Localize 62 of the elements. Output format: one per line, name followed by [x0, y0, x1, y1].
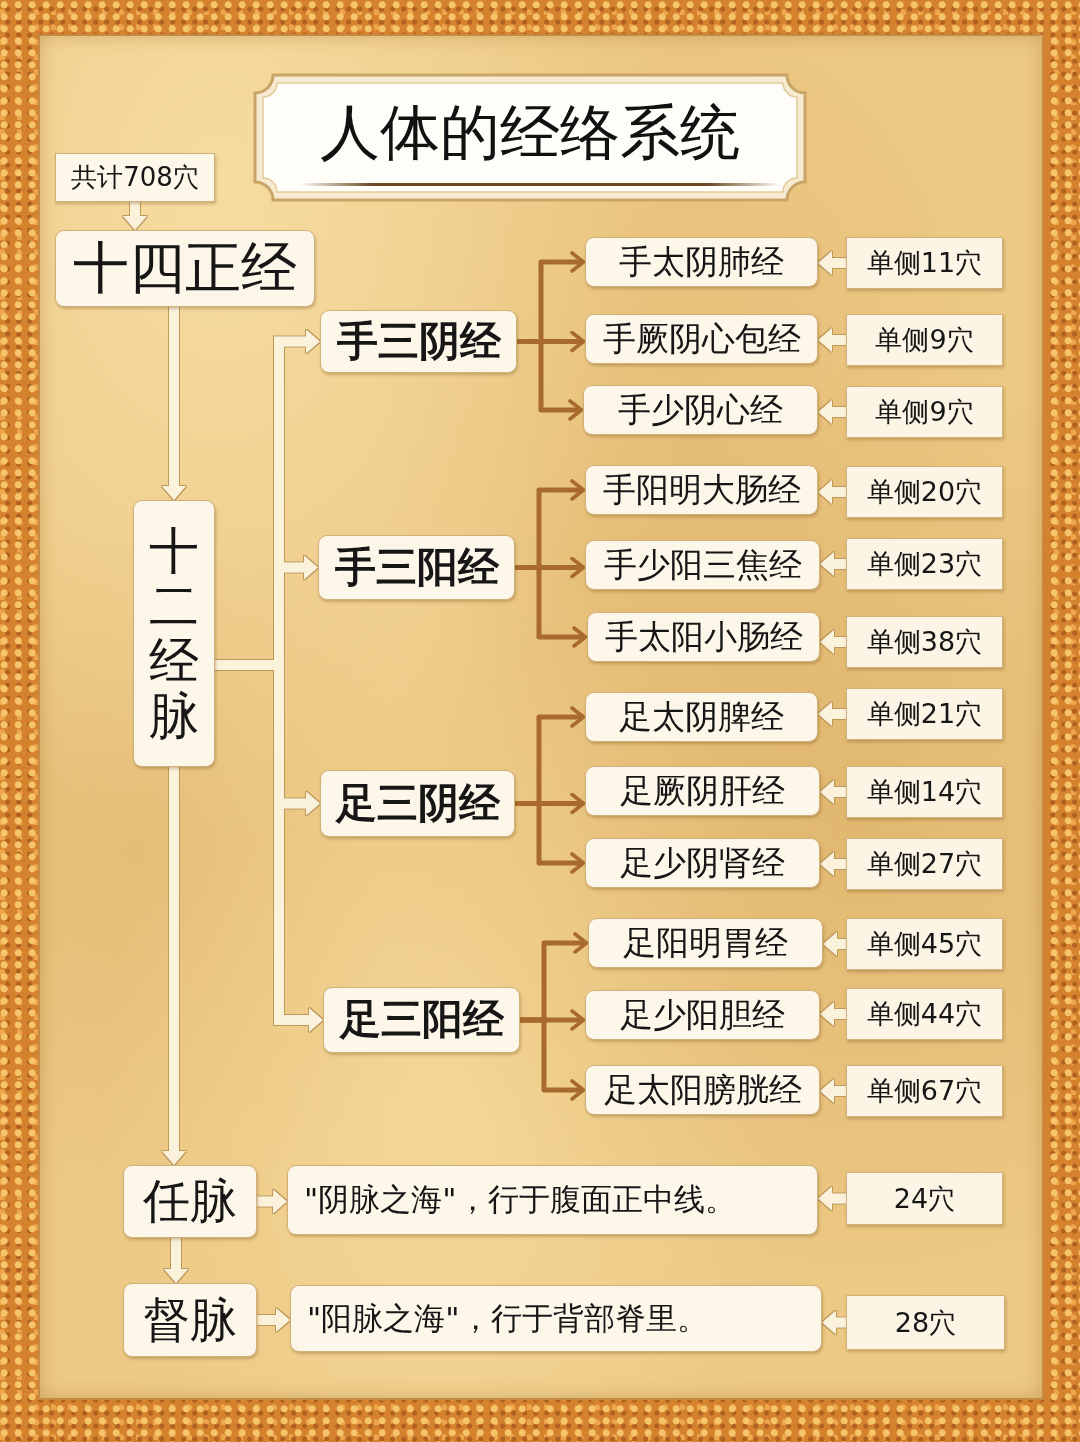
meridian-box: 手太阴肺经: [585, 237, 818, 287]
meridian-box: 手厥阴心包经: [585, 314, 818, 364]
meridian-box: 手阳明大肠经: [585, 465, 818, 515]
group-box: 足三阴经: [320, 770, 515, 837]
count-box: 单侧27穴: [846, 838, 1003, 890]
meridian-box: 足太阴脾经: [585, 692, 818, 742]
category-box: 十四正经: [55, 230, 315, 307]
arrow: [818, 702, 846, 726]
meridian-box: 手太阳小肠经: [587, 612, 820, 662]
description-box: "阳脉之海"，行于背部脊里。: [290, 1285, 822, 1352]
total-count-box: 共计708穴: [55, 153, 215, 202]
count-box: 单侧9穴: [846, 386, 1003, 438]
count-box: 单侧11穴: [846, 237, 1003, 289]
arrow: [818, 328, 846, 352]
arrow: [515, 801, 586, 874]
arrow: [818, 400, 846, 424]
vessel-box: 督脉: [123, 1283, 257, 1357]
count-box: 单侧14穴: [846, 766, 1003, 818]
description-box: "阴脉之海"，行于腹面正中线。: [287, 1165, 818, 1235]
count-box: 单侧20穴: [846, 466, 1003, 518]
arrow: [820, 852, 846, 876]
count-box: 单侧67穴: [846, 1065, 1003, 1117]
count-box: 单侧9穴: [846, 314, 1003, 366]
meridian-box: 足少阴肾经: [585, 838, 820, 888]
arrow: [123, 202, 147, 230]
meridian-box: 足少阳胆经: [585, 990, 820, 1040]
meridian-box: 足阳明胃经: [588, 918, 823, 968]
count-box: 单侧21穴: [846, 688, 1003, 740]
arrow: [162, 767, 186, 1165]
group-box: 足三阳经: [323, 987, 520, 1053]
title: 人体的经络系统: [320, 98, 740, 167]
meridian-box: 足厥阴肝经: [585, 766, 820, 816]
arrow: [818, 251, 846, 275]
count-box: 单侧45穴: [846, 918, 1003, 970]
vessel-box: 任脉: [123, 1165, 257, 1238]
arrow: [818, 1186, 846, 1211]
arrow: [822, 1310, 846, 1335]
arrow: [823, 932, 846, 956]
count-box: 单侧38穴: [846, 616, 1003, 668]
arrow: [515, 565, 588, 648]
count-box: 单侧23穴: [846, 538, 1003, 590]
meridian-box: 足太阳膀胱经: [585, 1065, 820, 1115]
arrow: [820, 630, 846, 654]
arrow: [818, 480, 846, 504]
group-box: 手三阴经: [320, 310, 517, 373]
count-box: 单侧44穴: [846, 988, 1003, 1040]
arrow: [820, 1079, 846, 1103]
count-box: 28穴: [846, 1295, 1005, 1350]
arrow: [820, 552, 846, 576]
arrow: [517, 339, 584, 421]
arrow: [164, 1238, 188, 1283]
arrow: [820, 1002, 846, 1026]
arrow: [257, 1189, 287, 1214]
arrow: [520, 1017, 586, 1101]
meridian-box: 手少阳三焦经: [585, 540, 820, 590]
category-box: 十二经脉: [133, 500, 215, 767]
meridian-box: 手少阴心经: [583, 385, 818, 435]
arrow: [257, 1308, 290, 1332]
arrow: [820, 780, 846, 804]
count-box: 24穴: [846, 1172, 1003, 1225]
group-box: 手三阳经: [318, 535, 515, 600]
arrow: [162, 307, 186, 500]
